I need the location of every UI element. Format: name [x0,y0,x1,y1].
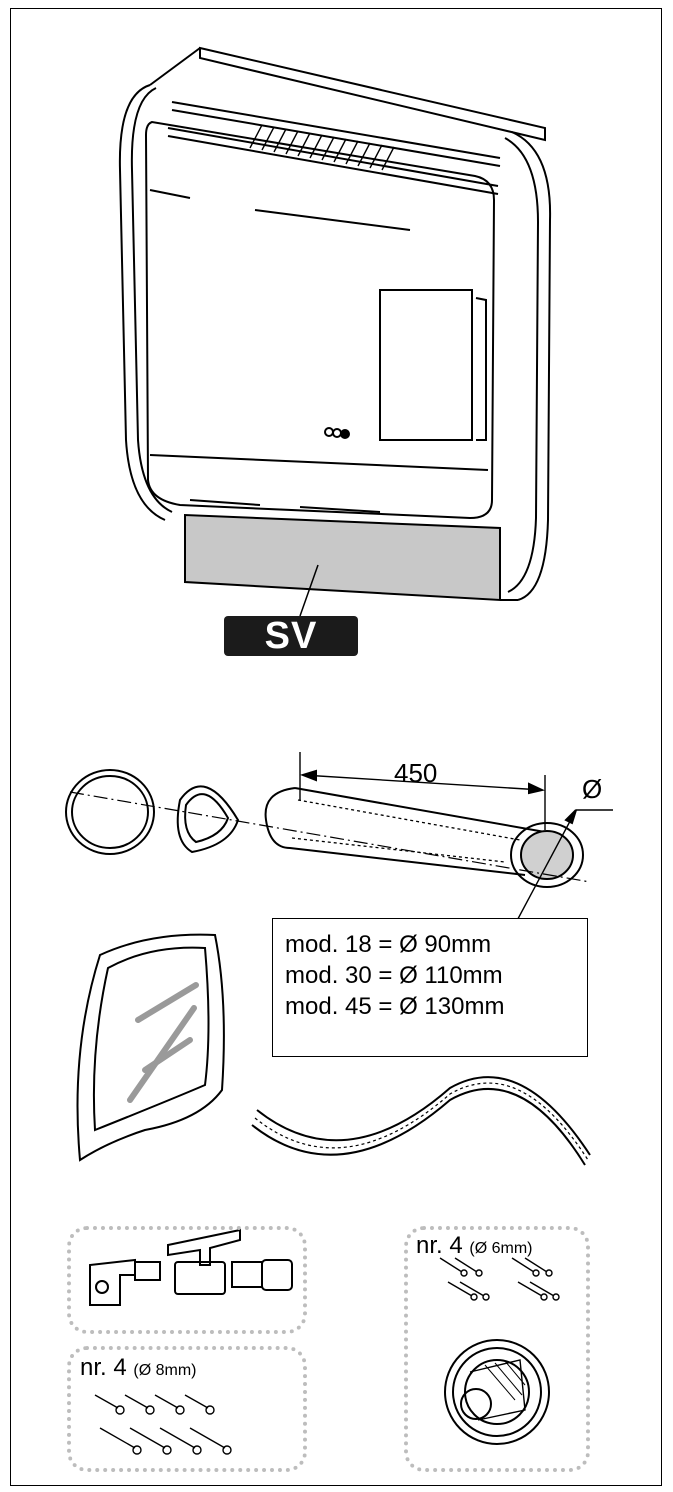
heater-right-side [511,131,552,601]
heater-illustration [118,46,552,617]
heater-control-window [379,289,473,441]
heater-fins [249,124,395,171]
sv-pointer-line [299,564,319,617]
heater-front-panel [144,120,496,520]
diameter-table: mod. 18 = Ø 90mm mod. 30 = Ø 110mm mod. … [272,918,588,1057]
sv-model-badge: SV [224,616,358,656]
pipe-diameter-symbol: Ø [582,774,603,804]
model-45-diameter: mod. 45 = Ø 130mm [285,993,505,1020]
model-30-diameter: mod. 30 = Ø 110mm [285,962,503,989]
valve-kit-box [67,1226,307,1334]
anchors-6mm-size: (Ø 6mm) [469,1240,533,1257]
pipe-end [510,822,584,888]
protective-bag-illustration [76,933,225,1162]
diameter-leader-line [511,809,577,931]
anchors-6mm-count: nr. 4 [416,1232,463,1259]
pipe-kit-illustration [65,752,613,931]
model-18-diameter: mod. 18 = Ø 90mm [285,931,492,958]
valve-fittings-illustration [89,1228,293,1306]
anchors-6mm-illustration [439,1257,560,1301]
wall-terminal-illustration [444,1339,550,1445]
seal-ring [65,769,155,855]
pipe-length-label: 450 [394,758,438,788]
anchors-8mm-label: nr. 4 (Ø 8mm) [80,1354,196,1382]
anchors-8mm-count: nr. 4 [80,1354,127,1381]
length-dimension-line [302,774,543,791]
anchors-8mm-kit-box [67,1346,307,1472]
heater-plinth [184,513,501,602]
anchors-8mm-illustration [94,1394,232,1455]
heater-top-grille [199,46,546,142]
heater-left-side [118,84,166,521]
page-border [10,8,662,1486]
anchors-6mm-label: nr. 4 (Ø 6mm) [416,1232,532,1260]
heater-logo [324,427,350,439]
pipe-cap [176,785,240,854]
pipe-body [264,787,546,876]
anchors-6mm-kit-box [404,1226,590,1472]
anchors-8mm-size: (Ø 8mm) [133,1362,197,1379]
sealing-strip [251,1087,586,1166]
